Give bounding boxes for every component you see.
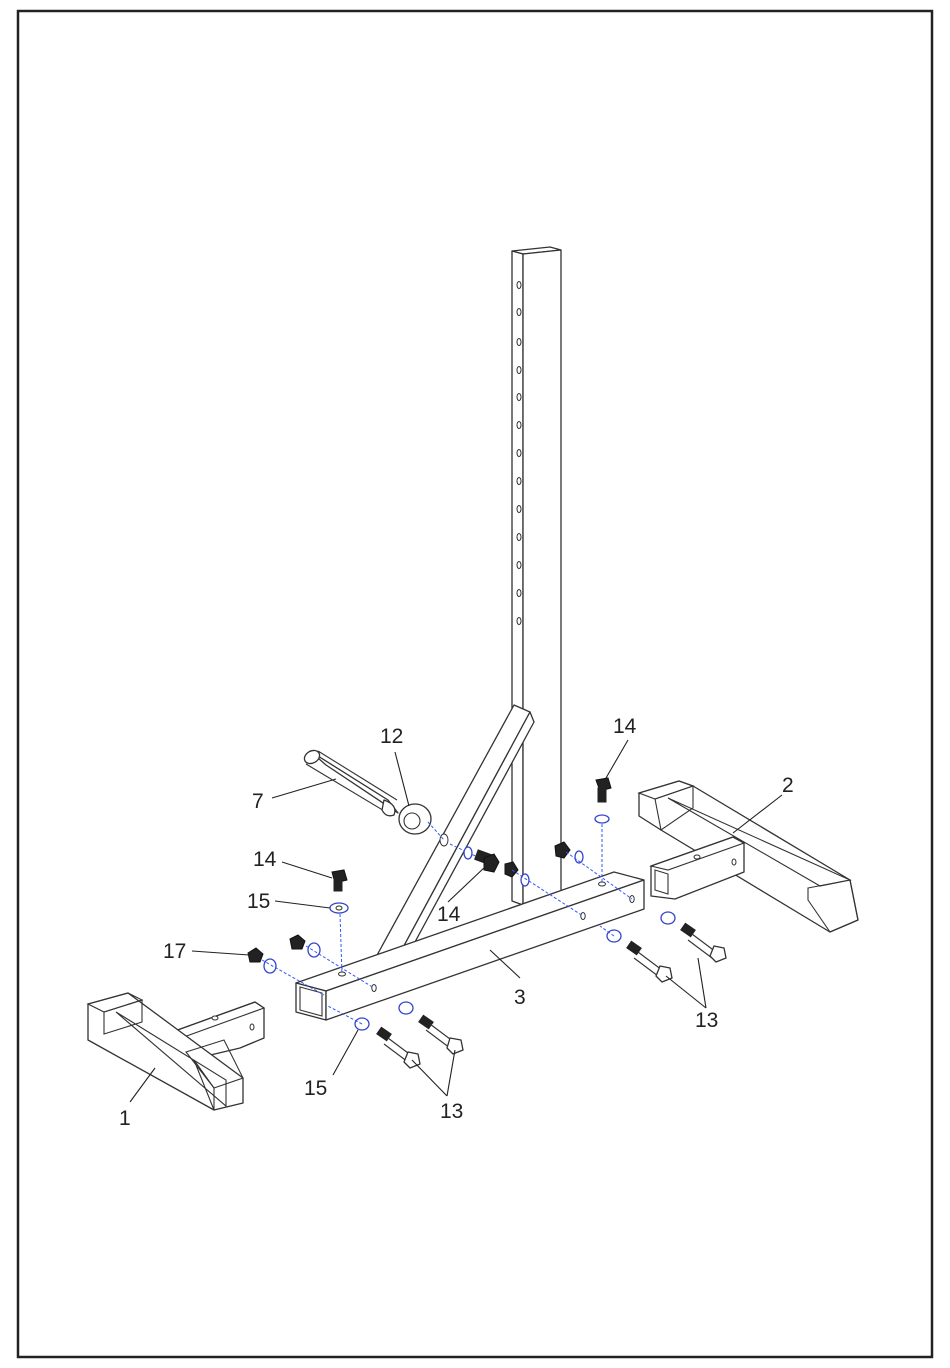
left-bolt-assembly — [330, 870, 348, 974]
page-border — [18, 11, 932, 1357]
spacer-disc — [399, 804, 444, 840]
callout-15-lower: 15 — [304, 1077, 327, 1100]
callout-14-top: 14 — [613, 715, 637, 738]
callout-12: 12 — [380, 725, 403, 748]
top-bolt-assembly — [595, 778, 611, 884]
callout-3: 3 — [514, 986, 526, 1009]
base-beam — [296, 872, 644, 1020]
upright-post — [512, 247, 561, 905]
right-foot — [639, 781, 858, 932]
callout-13-left: 13 — [440, 1100, 463, 1123]
callout-17: 17 — [163, 940, 186, 963]
callout-13-right: 13 — [695, 1009, 718, 1032]
callout-14-left: 14 — [253, 848, 277, 871]
front-bolts-right — [600, 912, 726, 982]
callout-1: 1 — [119, 1107, 131, 1130]
callout-15-upper: 15 — [247, 890, 270, 913]
sleeve-tube — [302, 748, 398, 816]
callout-7: 7 — [252, 790, 264, 813]
left-foot — [88, 993, 264, 1110]
callout-2: 2 — [782, 774, 794, 797]
callout-14-middle: 14 — [437, 903, 461, 926]
